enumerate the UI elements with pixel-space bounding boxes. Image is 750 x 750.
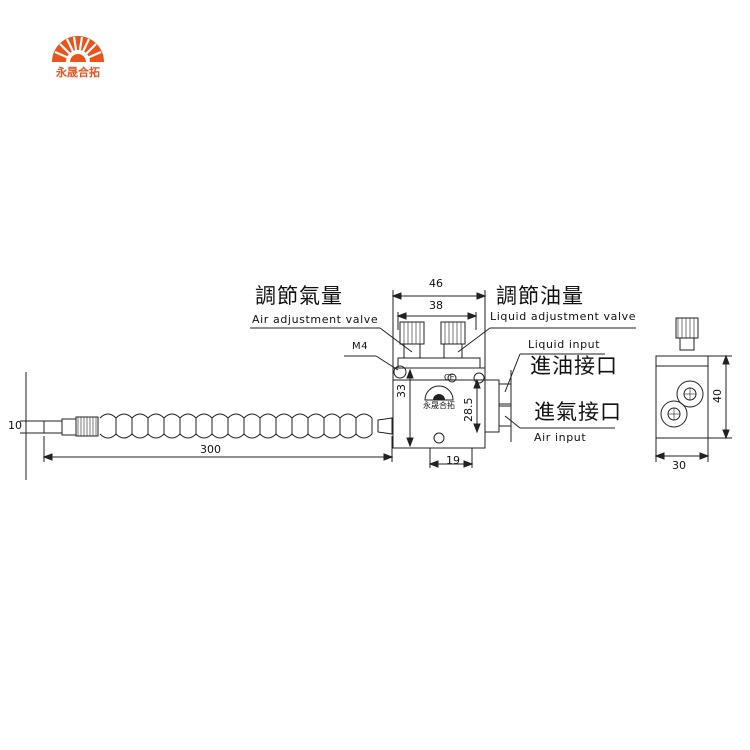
dim-hose-length xyxy=(42,436,394,462)
dim-body-height xyxy=(406,368,414,448)
dim-side-height-value: 40 xyxy=(711,389,724,403)
flexible-hose xyxy=(99,413,393,439)
ce-mark: CE xyxy=(444,373,455,382)
dim-port-offset-value: 19 xyxy=(446,454,460,467)
dim-side-width-value: 30 xyxy=(672,459,686,472)
air-adjust-label-en: Air adjustment valve xyxy=(252,313,379,326)
liquid-adjust-label-cn: 調節油量 xyxy=(496,284,584,308)
dim-top-outer-value: 46 xyxy=(429,277,443,290)
valve-body xyxy=(392,321,512,449)
dim-nozzle-diameter xyxy=(20,372,44,480)
dim-port-height-value: 28.5 xyxy=(462,397,475,423)
side-view xyxy=(655,317,709,439)
liquid-input-label-en: Liquid input xyxy=(528,338,601,351)
air-input-label-en: Air input xyxy=(534,431,587,444)
sunburst-logo-icon xyxy=(52,36,104,64)
body-logo-icon xyxy=(424,385,454,401)
dim-nozzle-diameter-value: 10 xyxy=(8,419,22,432)
liquid-adjust-label-en: Liquid adjustment valve xyxy=(490,310,637,323)
dim-top-inner-value: 38 xyxy=(429,299,443,312)
dim-port-offset xyxy=(428,448,474,468)
nozzle xyxy=(43,416,99,437)
dim-top-widths xyxy=(391,290,487,368)
brand-name: 永晟合拓 xyxy=(56,66,100,79)
thread-label: M4 xyxy=(352,341,369,352)
dim-side-height xyxy=(708,354,732,440)
dim-hose-length-value: 300 xyxy=(200,443,221,456)
dim-port-height xyxy=(473,378,481,434)
air-input-label-cn: 進氣接口 xyxy=(534,400,622,424)
liquid-input-label-cn: 進油接口 xyxy=(530,354,618,378)
dim-body-height-value: 33 xyxy=(395,384,408,398)
dim-side-width xyxy=(654,438,710,462)
leader-lines xyxy=(250,327,636,429)
air-adjust-label-cn: 調節氣量 xyxy=(255,284,343,308)
body-mark-text: 永晟合拓 xyxy=(423,401,455,410)
